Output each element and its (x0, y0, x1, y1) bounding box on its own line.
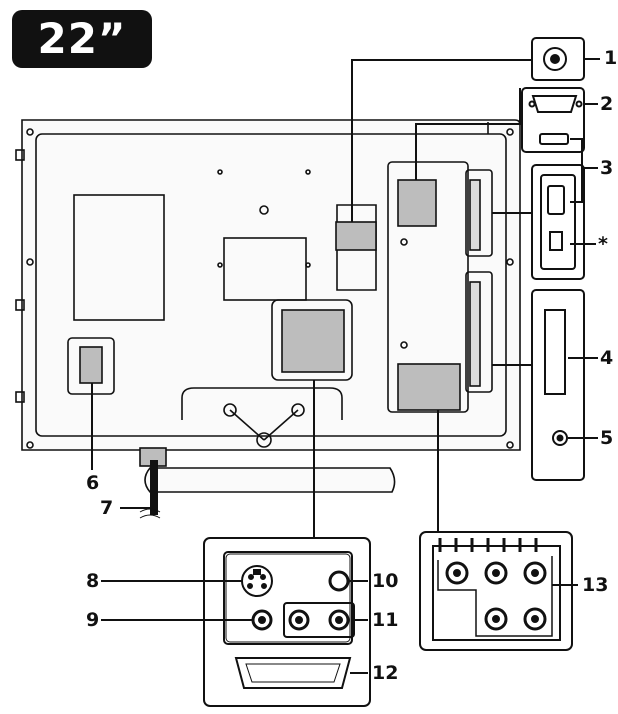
callout-2: 2 (600, 93, 614, 115)
callout-5: 5 (600, 427, 614, 449)
callout-star: * (598, 233, 608, 255)
sd-card-panel (531, 289, 585, 481)
rf-antenna-panel (531, 37, 585, 81)
callout-1: 1 (604, 47, 618, 69)
callout-10: 10 (372, 570, 399, 592)
leader-lines (91, 58, 600, 674)
callout-11: 11 (372, 609, 399, 631)
callout-8: 8 (86, 570, 100, 592)
callout-4: 4 (600, 347, 614, 369)
av-input-panel (203, 537, 371, 707)
callout-9: 9 (86, 609, 100, 631)
callout-12: 12 (372, 662, 399, 684)
pc-hdmi-panel (521, 87, 585, 153)
component-input-panel (419, 531, 573, 651)
callout-6: 6 (86, 472, 100, 494)
tv-stand-base (139, 447, 396, 493)
callout-3: 3 (600, 157, 614, 179)
callout-7: 7 (100, 497, 114, 519)
screen-size-badge: 22” (12, 10, 152, 68)
hdmi-usb-panel (531, 164, 585, 280)
power-cord (139, 460, 161, 519)
callout-13: 13 (582, 574, 609, 596)
